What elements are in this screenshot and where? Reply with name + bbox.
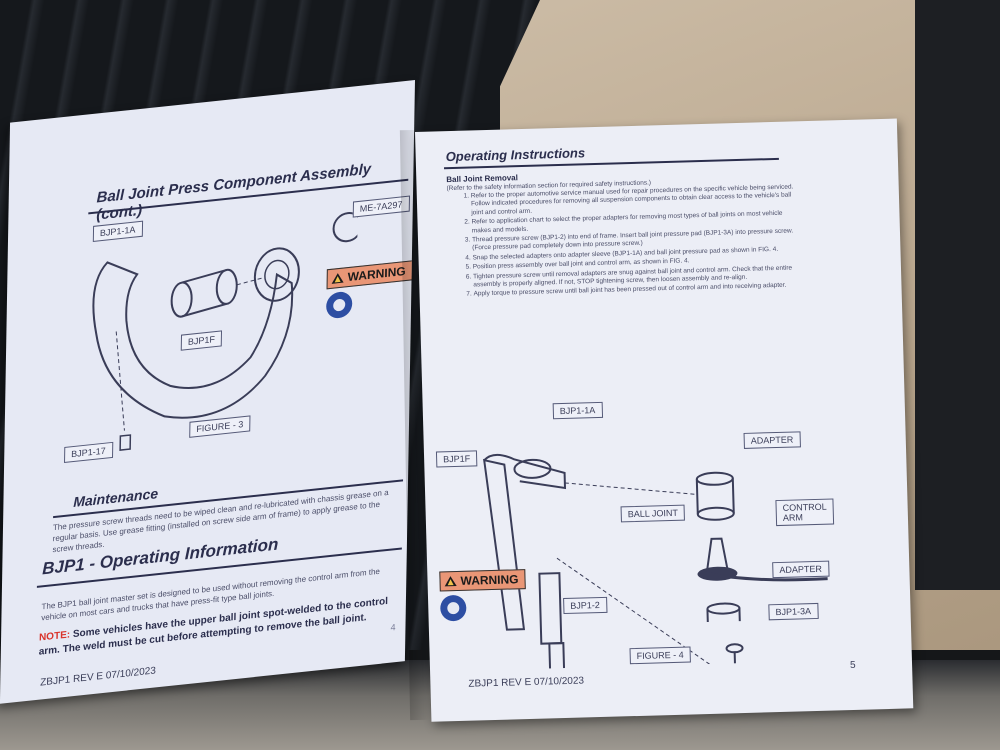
fig4-label-bjp1-3a: BJP1-3A (768, 602, 819, 621)
right-footer: ZBJP1 REV E 07/10/2023 (468, 675, 585, 690)
safety-glasses-icon (439, 594, 467, 622)
control-label: CONTROL (782, 501, 827, 513)
figure-4-caption: FIGURE - 4 (629, 646, 691, 665)
press-frame-drawing (92, 212, 359, 451)
safety-glasses-icon (325, 290, 353, 320)
warning-triangle-icon (444, 576, 457, 587)
fig4-label-control-arm: CONTROL ARM (775, 498, 835, 527)
fig4-label-bjp1-2: BJP1-2 (563, 596, 608, 615)
arm-label: ARM (782, 512, 804, 523)
left-page-number: 4 (390, 622, 396, 633)
warning-badge: WARNING (439, 569, 526, 592)
removal-steps: Refer to the proper automotive service m… (457, 183, 804, 300)
fig4-label-bjp1-1a: BJP1-1A (552, 401, 603, 420)
left-warning: WARNING (325, 260, 413, 320)
warning-triangle-icon (331, 272, 344, 284)
right-warning: WARNING (439, 569, 526, 622)
note-label: NOTE: (38, 629, 71, 644)
operating-instructions-title: Operating Instructions (445, 145, 586, 165)
warning-text: WARNING (460, 572, 519, 588)
fig4-label-bjp1f: BJP1F (435, 450, 478, 468)
dark-case-edge (915, 0, 1000, 590)
left-page: Ball Joint Press Component Assembly (con… (0, 80, 415, 704)
instruction-booklet: Ball Joint Press Component Assembly (con… (0, 70, 914, 722)
fig4-label-adapter-top: ADAPTER (743, 431, 801, 449)
right-page: Operating Instructions Ball Joint Remova… (415, 118, 914, 722)
right-page-number: 5 (849, 659, 856, 672)
warning-text: WARNING (347, 263, 406, 285)
left-footer: ZBJP1 REV E 07/10/2023 (40, 665, 156, 689)
fig4-label-ball-joint: BALL JOINT (620, 504, 686, 523)
fig4-label-adapter-bottom: ADAPTER (772, 560, 830, 579)
